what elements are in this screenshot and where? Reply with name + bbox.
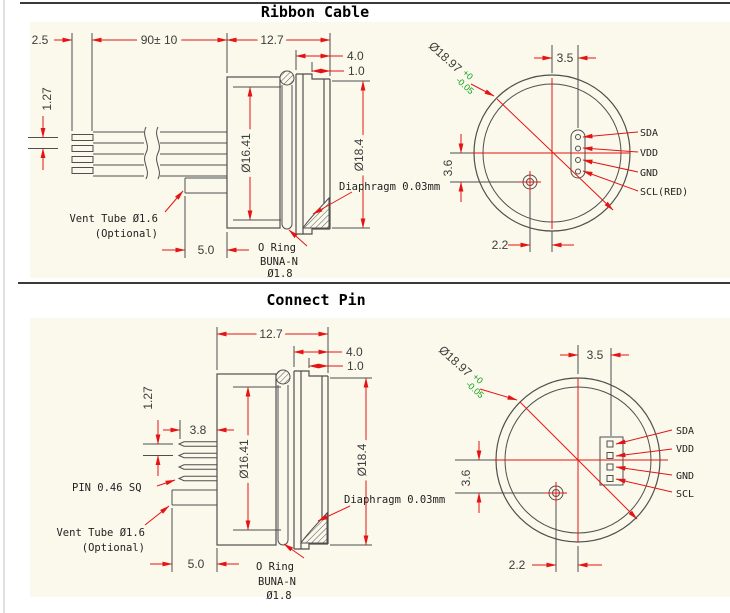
dim-body-diameter-2: Ø16.41	[237, 439, 251, 479]
front-cap-outline-2	[293, 370, 329, 550]
pin-label-sda: SDA	[640, 128, 658, 139]
scl-leader-2	[615, 478, 673, 493]
label-oring-2: BUNA-N	[260, 256, 298, 268]
label-vent-tube: Vent Tube Ø1.6	[69, 213, 158, 225]
vent-leader-2	[144, 505, 170, 526]
label-vent-tube-2: Vent Tube Ø1.6	[56, 527, 145, 539]
sda-leader	[582, 131, 639, 139]
face-centerlines-2	[476, 352, 673, 568]
diaphragm-leader	[312, 191, 353, 215]
label-oring-1: O Ring	[258, 242, 296, 254]
vent-tube-outline-2	[171, 489, 217, 506]
sensor-body-outline-2	[216, 373, 277, 546]
dim-vent-offset-y: 3.6	[441, 159, 455, 176]
label-diaphragm-2: Diaphragm 0.03mm	[344, 494, 445, 506]
label-diaphragm: Diaphragm 0.03mm	[339, 181, 440, 193]
label-vent-optional-2: (Optional)	[82, 542, 145, 554]
pin-housing-outline	[599, 436, 624, 486]
face-pins	[575, 134, 581, 175]
section-title-connect-pin: Connect Pin	[266, 291, 365, 309]
label-oring-1-2: O Ring	[256, 561, 294, 573]
label-vent-optional: (Optional)	[95, 228, 158, 240]
dim-step-width: 1.0	[348, 64, 365, 78]
face-extension-lines-2	[455, 345, 612, 572]
extension-lines-2	[143, 327, 372, 572]
pin-label-gnd-2: GND	[676, 471, 694, 482]
face-pins-2	[606, 440, 614, 482]
pin-label-gnd: GND	[640, 168, 658, 179]
dim-nose-length-2: 4.0	[346, 345, 363, 359]
dim-body-length-2: 12.7	[259, 327, 283, 341]
pin-seal-outline	[570, 129, 586, 179]
drawing-sheet-connectpin	[30, 318, 730, 597]
vdd-leader-2	[615, 448, 673, 458]
dim-step-width-2: 1.0	[347, 359, 364, 373]
pin-label-scl: SCL(RED)	[640, 187, 688, 198]
oring-leader	[288, 229, 308, 247]
sda-leader-2	[615, 429, 673, 445]
scl-leader	[582, 170, 639, 192]
pin-label-scl-2: SCL	[676, 489, 694, 500]
ribbon-cable-wires	[93, 126, 227, 180]
dim-pin-offset: 3.5	[557, 51, 574, 65]
dim-connector-width: 2.5	[32, 33, 49, 47]
section-title-ribbon-cable: Ribbon Cable	[261, 3, 369, 21]
o-ring-section-2	[275, 369, 291, 546]
o-ring-section	[279, 70, 295, 230]
vent-tube-outline	[184, 177, 227, 194]
dim-vent-length-2: 5.0	[188, 557, 205, 571]
ribbon-cable-connector	[71, 134, 94, 174]
pin-label-sda-2: SDA	[676, 426, 694, 437]
o-ring-cross-section	[279, 70, 295, 86]
dimension-lines-2	[144, 331, 369, 567]
face-centerlines	[458, 55, 639, 248]
label-oring-2-2: BUNA-N	[258, 576, 296, 588]
pin-label-vdd: VDD	[640, 148, 658, 159]
o-ring-cross-section-2	[275, 369, 291, 385]
dim-vent-offset-x: 2.2	[492, 238, 509, 252]
dim-body-length: 12.7	[260, 33, 284, 47]
vent-leader	[164, 190, 184, 213]
cable-break-symbol	[144, 126, 148, 180]
dimension-lines	[40, 37, 366, 253]
dim-vent-offset-y-2: 3.6	[459, 469, 473, 486]
label-pin-sq: PIN 0.46 SQ	[72, 482, 142, 494]
dim-vent-offset-x-2: 2.2	[509, 558, 526, 572]
gnd-leader-2	[615, 465, 673, 476]
pin-sq-leader	[156, 479, 176, 487]
sensor-body-outline	[226, 76, 281, 229]
dim-cap-diameter: Ø18.4	[352, 138, 366, 171]
dim-wire-pitch: 1.27	[40, 87, 54, 111]
dim-pin-length: 3.8	[190, 423, 207, 437]
connectpin-side-view: 12.7 4.0 1.0 1.27 3.8 PIN 0.46 SQ Ø16.41…	[56, 323, 445, 603]
gnd-leader	[582, 159, 639, 173]
header-pins	[177, 441, 217, 482]
oring-leader-2	[283, 543, 305, 559]
dim-body-diameter: Ø16.41	[239, 133, 253, 173]
front-cap-outline	[295, 73, 331, 235]
vdd-leader	[582, 146, 639, 153]
diaphragm-leader-2	[317, 505, 351, 522]
ribbon-side-view: 2.5 90± 10 12.7 4.0 1.0 1.27 Ø16.41 Ø18.…	[28, 29, 440, 280]
dim-vent-length: 5.0	[198, 243, 215, 257]
dim-cable-length: 90± 10	[141, 33, 178, 47]
dim-pin-pitch-2: 1.27	[141, 386, 155, 410]
pin-label-vdd-2: VDD	[676, 444, 694, 455]
label-oring-3-2: Ø1.8	[266, 590, 291, 602]
label-oring-3: Ø1.8	[267, 268, 292, 280]
dim-nose-length: 4.0	[347, 49, 364, 63]
dim-pin-offset-2: 3.5	[587, 348, 604, 362]
dim-cap-diameter-2: Ø18.4	[355, 443, 369, 476]
